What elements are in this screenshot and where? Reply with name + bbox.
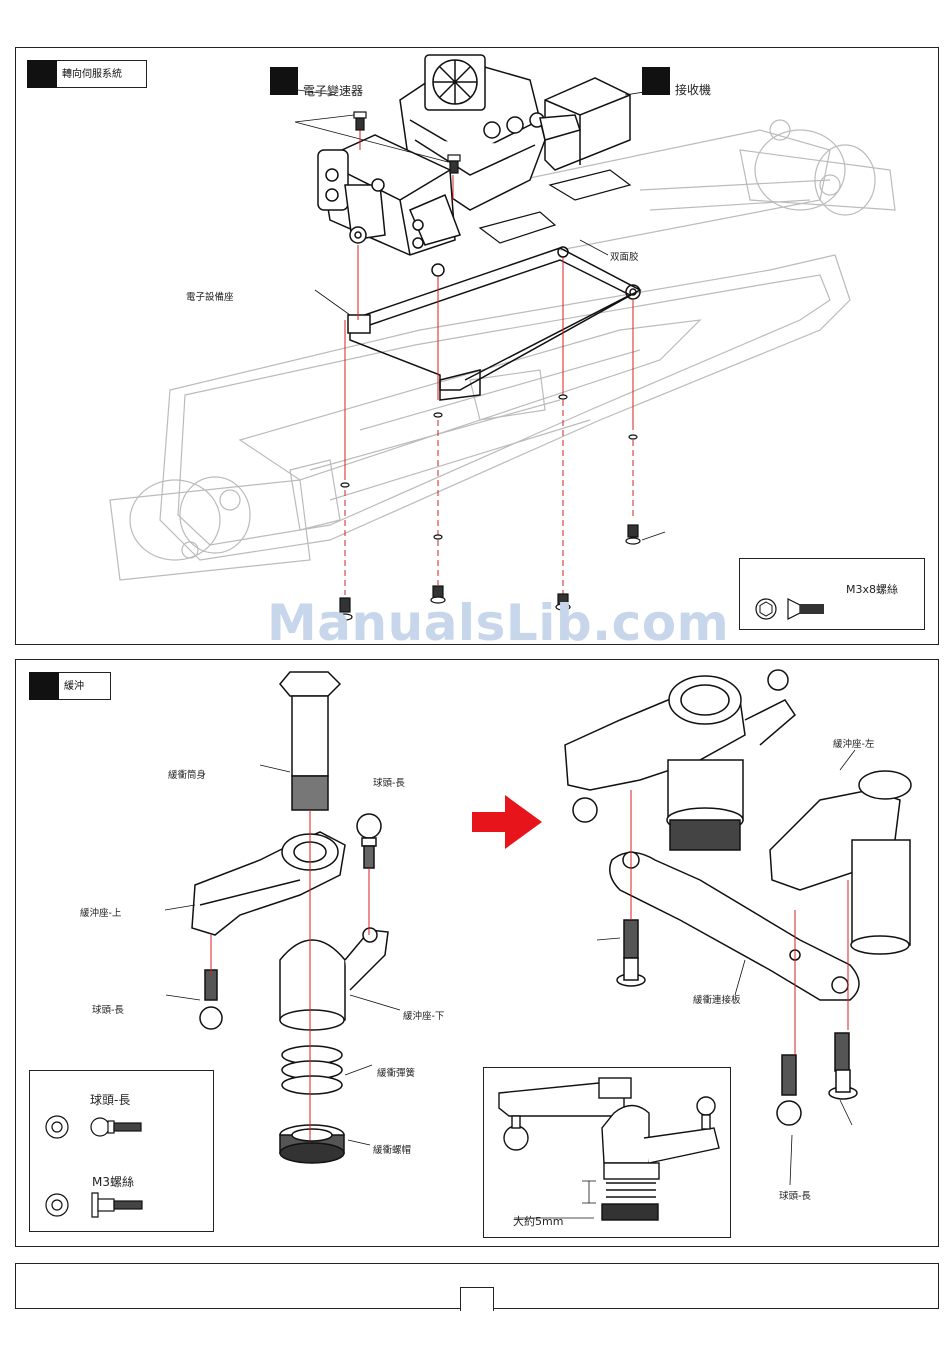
shock-mount-lower-label: 緩沖座-下 bbox=[403, 1008, 444, 1022]
shock-spring-label: 緩衝彈簧 bbox=[377, 1065, 415, 1079]
shock-mount-upper-label: 緩沖座-上 bbox=[80, 905, 121, 919]
parts-legend: 球頭-長 M3螺絲 bbox=[29, 1070, 214, 1232]
page-number-tab bbox=[460, 1287, 494, 1311]
ball-head-long-label-2: 球頭-長 bbox=[92, 1002, 124, 1016]
detail-inset: 大約5mm bbox=[483, 1067, 731, 1238]
legend-parts-icons bbox=[30, 1071, 215, 1233]
assembly-arrow bbox=[472, 795, 542, 849]
shock-body-label: 緩衝筒身 bbox=[168, 767, 206, 781]
shock-nut-label: 緩衝螺帽 bbox=[373, 1142, 411, 1156]
shock-mount-left-label: 緩沖座-左 bbox=[833, 736, 874, 750]
gap-dimension-label: 大約5mm bbox=[513, 1213, 563, 1229]
ball-head-long-label: 球頭-長 bbox=[373, 775, 405, 789]
ball-head-long-label-3: 球頭-長 bbox=[779, 1188, 811, 1202]
shock-link-plate-label: 緩衝連接板 bbox=[693, 992, 741, 1006]
